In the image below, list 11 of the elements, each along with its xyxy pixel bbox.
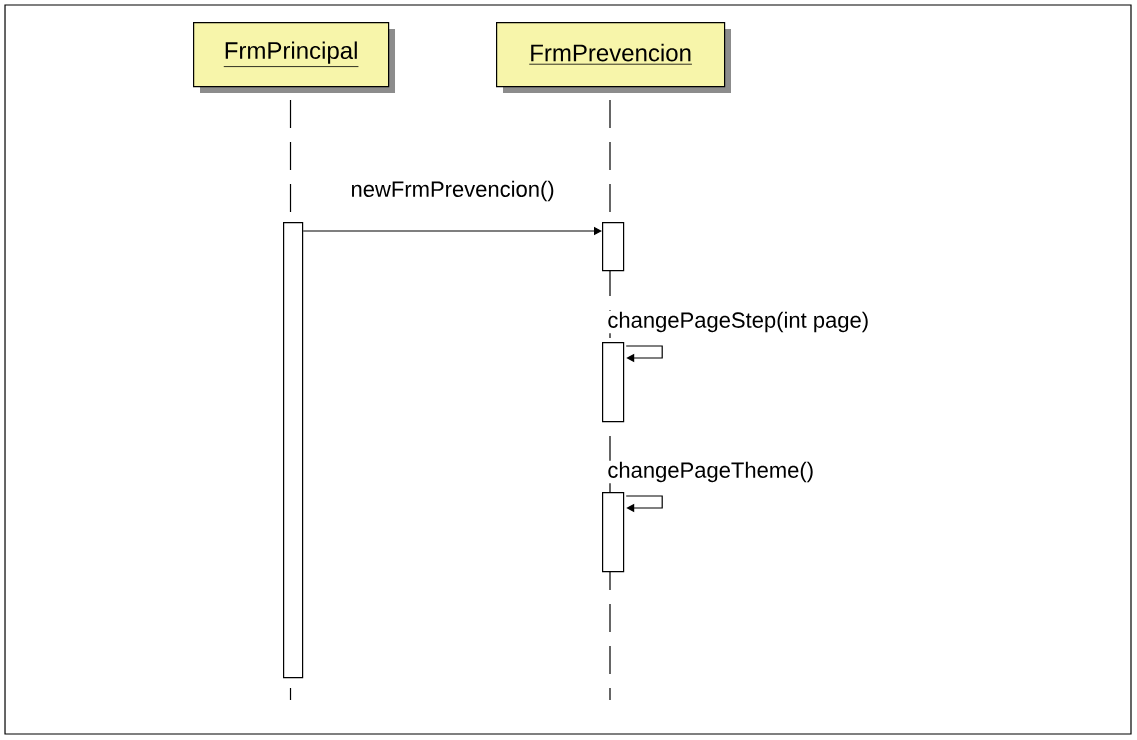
lifeline-header: FrmPrevencion (496, 22, 731, 93)
lifeline-header: FrmPrincipal (193, 22, 395, 93)
activation-bar (602, 492, 625, 573)
activation-bar (602, 222, 625, 272)
activation-bar (602, 342, 625, 423)
activation-bar (283, 222, 304, 679)
self-call-arrow (625, 345, 663, 363)
message-label: changePageStep(int page) (608, 311, 868, 333)
self-call-arrow (625, 495, 663, 513)
message-label: changePageTheme() (608, 461, 813, 483)
message-label: newFrmPrevencion() (352, 180, 554, 202)
